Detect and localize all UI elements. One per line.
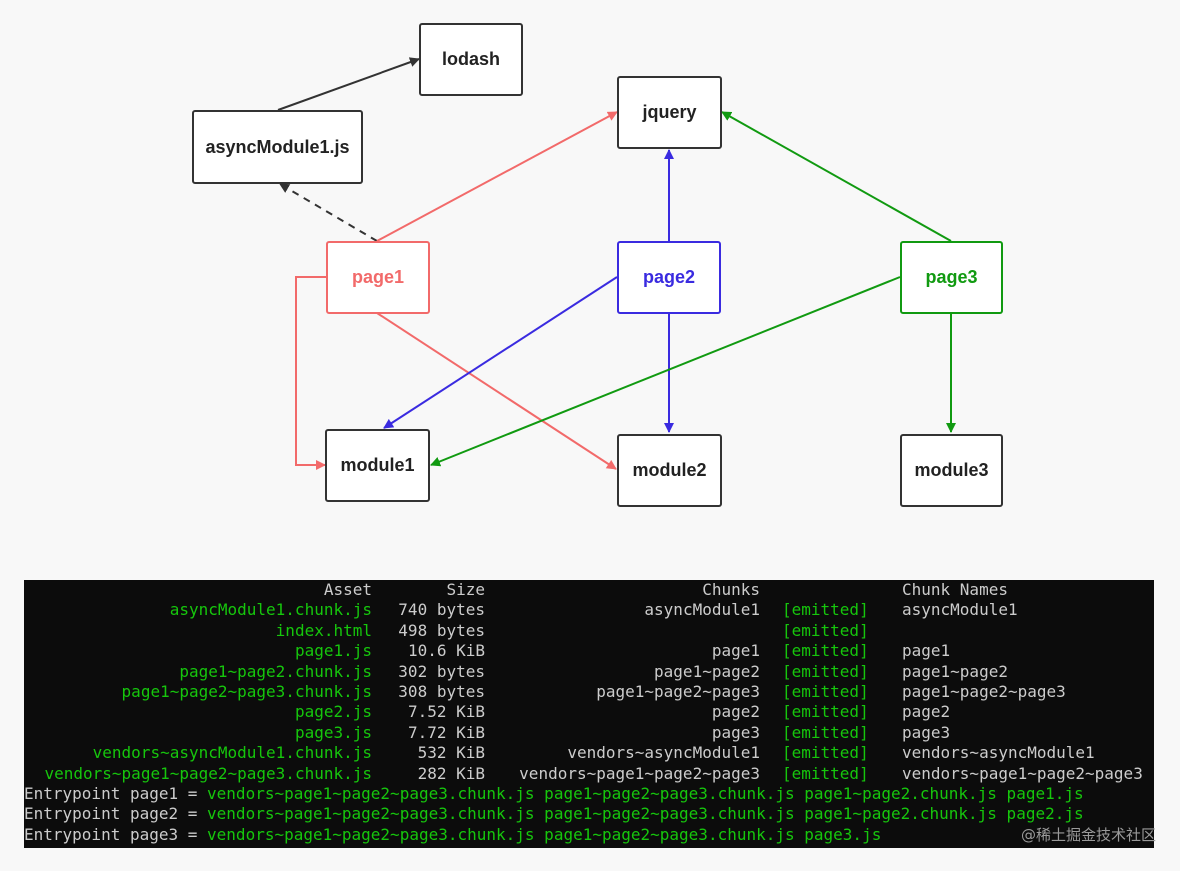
entrypoint-lines: Entrypoint page1 = vendors~page1~page2~p… <box>24 784 1154 845</box>
asset-size: 532 KiB <box>417 743 485 763</box>
asset-chunk-names: vendors~page1~page2~page3 <box>902 763 1143 783</box>
header-status <box>760 580 902 600</box>
asset-chunks: page1 <box>711 641 760 661</box>
asset-chunk-names <box>902 621 1143 641</box>
asset-chunk-names: page1~page2~page3 <box>902 682 1066 702</box>
asset-chunk-names: vendors~asyncModule1 <box>902 743 1095 763</box>
asset-size: 302 bytes <box>398 661 485 681</box>
asset-row: page1~page2~page3.chunk.js 308 bytes page1… <box>24 682 1143 702</box>
asset-size: 740 bytes <box>398 600 485 620</box>
asset-size: 308 bytes <box>398 682 485 702</box>
asset-name: page3.js <box>294 722 372 742</box>
asset-row: vendors~asyncModule1.chunk.js 532 KiB vend… <box>24 743 1143 763</box>
asset-size: 282 KiB <box>417 763 485 783</box>
asset-size: 7.52 KiB <box>407 702 485 722</box>
asset-row: asyncModule1.chunk.js 740 bytes asyncModul… <box>24 600 1143 620</box>
entrypoint-files: vendors~page1~page2~page3.chunk.js page1… <box>207 824 882 844</box>
asset-row: page1~page2.chunk.js 302 bytes page1~page2… <box>24 662 1143 682</box>
asset-chunk-names: asyncModule1 <box>902 600 1018 620</box>
asset-row: page3.js 7.72 KiB page3 [emitted] page3 <box>24 723 1143 743</box>
asset-chunk-names: page1 <box>902 641 951 661</box>
entrypoint-files: vendors~page1~page2~page3.chunk.js page1… <box>207 804 1084 824</box>
asset-row: page2.js 7.52 KiB page2 [emitted] page2 <box>24 702 1143 722</box>
asset-status: [emitted] <box>782 600 869 620</box>
watermark: @稀土掘金技术社区 <box>1020 826 1156 844</box>
asset-row: vendors~page1~page2~page3.chunk.js 282 Ki… <box>24 763 1143 784</box>
node-page1: page1 <box>326 241 430 314</box>
asset-size: 498 bytes <box>398 620 485 640</box>
asset-size: 7.72 KiB <box>407 722 485 742</box>
edge-async-lodash <box>277 57 420 111</box>
asset-chunk-names: page1~page2 <box>902 661 1008 681</box>
dependency-diagram: lodash asyncModule1.js jquery page1 page… <box>192 23 1003 507</box>
asset-row: index.html 498 bytes [emitted] <box>24 621 1143 641</box>
entrypoint-line: Entrypoint page2 = vendors~page1~page2~p… <box>24 804 1154 824</box>
node-jquery: jquery <box>617 76 722 149</box>
asset-name: index.html <box>275 620 372 640</box>
entrypoint-label: Entrypoint page3 = <box>24 824 208 844</box>
asset-status: [emitted] <box>782 763 869 783</box>
edge-page1-module1 <box>295 276 326 470</box>
node-async-module1: asyncModule1.js <box>192 110 363 184</box>
asset-name: vendors~asyncModule1.chunk.js <box>92 743 372 763</box>
node-page3: page3 <box>900 241 1003 314</box>
asset-name: page1~page2.chunk.js <box>179 661 372 681</box>
asset-chunks <box>485 621 760 641</box>
asset-status: [emitted] <box>782 641 869 661</box>
asset-name: page1.js <box>294 641 372 661</box>
edge-page1-async <box>279 183 378 242</box>
asset-row: page1.js 10.6 KiB page1 [emitted] page1 <box>24 641 1143 661</box>
header-chunks: Chunks <box>702 580 760 599</box>
asset-status: [emitted] <box>782 661 869 681</box>
asset-chunks: page1~page2~page3 <box>596 682 760 702</box>
asset-chunk-names: page2 <box>902 702 951 722</box>
asset-name: asyncModule1.chunk.js <box>169 600 372 620</box>
entrypoint-line: Entrypoint page1 = vendors~page1~page2~p… <box>24 784 1154 804</box>
header-chunk-names: Chunk Names <box>902 580 1008 599</box>
edge-page3-module1 <box>430 276 901 467</box>
asset-name: page1~page2~page3.chunk.js <box>121 682 372 702</box>
node-module3: module3 <box>900 434 1003 507</box>
asset-size: 10.6 KiB <box>407 641 485 661</box>
asset-chunks: vendors~asyncModule1 <box>567 743 760 763</box>
asset-chunks: asyncModule1 <box>644 600 760 620</box>
edge-page2-module1 <box>383 276 618 429</box>
edge-page3-jquery <box>721 111 952 242</box>
asset-status: [emitted] <box>782 682 869 702</box>
asset-name: page2.js <box>294 702 372 722</box>
asset-table-header: Asset Size Chunks Chunk Names <box>24 580 1143 600</box>
asset-status: [emitted] <box>782 743 869 763</box>
asset-chunks: page1~page2 <box>654 661 760 681</box>
asset-chunks: page2 <box>711 702 760 722</box>
edge-page1-jquery <box>376 111 618 242</box>
header-size: Size <box>446 580 485 599</box>
asset-table: Asset Size Chunks Chunk Names asyncModul… <box>24 580 1143 784</box>
asset-status: [emitted] <box>782 620 869 640</box>
asset-name: vendors~page1~page2~page3.chunk.js <box>44 763 372 783</box>
node-module2: module2 <box>617 434 722 507</box>
asset-rows: asyncModule1.chunk.js 740 bytes asyncModul… <box>24 600 1143 784</box>
entrypoint-files: vendors~page1~page2~page3.chunk.js page1… <box>207 784 1084 804</box>
node-module1: module1 <box>325 429 430 502</box>
asset-status: [emitted] <box>782 702 869 722</box>
diagram-edges <box>277 57 956 470</box>
asset-chunks: page3 <box>711 722 760 742</box>
webpack-build-output: Asset Size Chunks Chunk Names asyncModul… <box>24 580 1154 848</box>
node-page2: page2 <box>617 241 721 314</box>
asset-chunk-names: page3 <box>902 722 951 742</box>
entrypoint-label: Entrypoint page2 = <box>24 804 208 824</box>
entrypoint-label: Entrypoint page1 = <box>24 784 208 804</box>
entrypoint-line: Entrypoint page3 = vendors~page1~page2~p… <box>24 825 1154 845</box>
edge-page1-module2 <box>376 312 617 470</box>
asset-chunks: vendors~page1~page2~page3 <box>519 763 760 783</box>
asset-status: [emitted] <box>782 722 869 742</box>
node-lodash: lodash <box>419 23 523 96</box>
header-asset: Asset <box>323 580 372 599</box>
